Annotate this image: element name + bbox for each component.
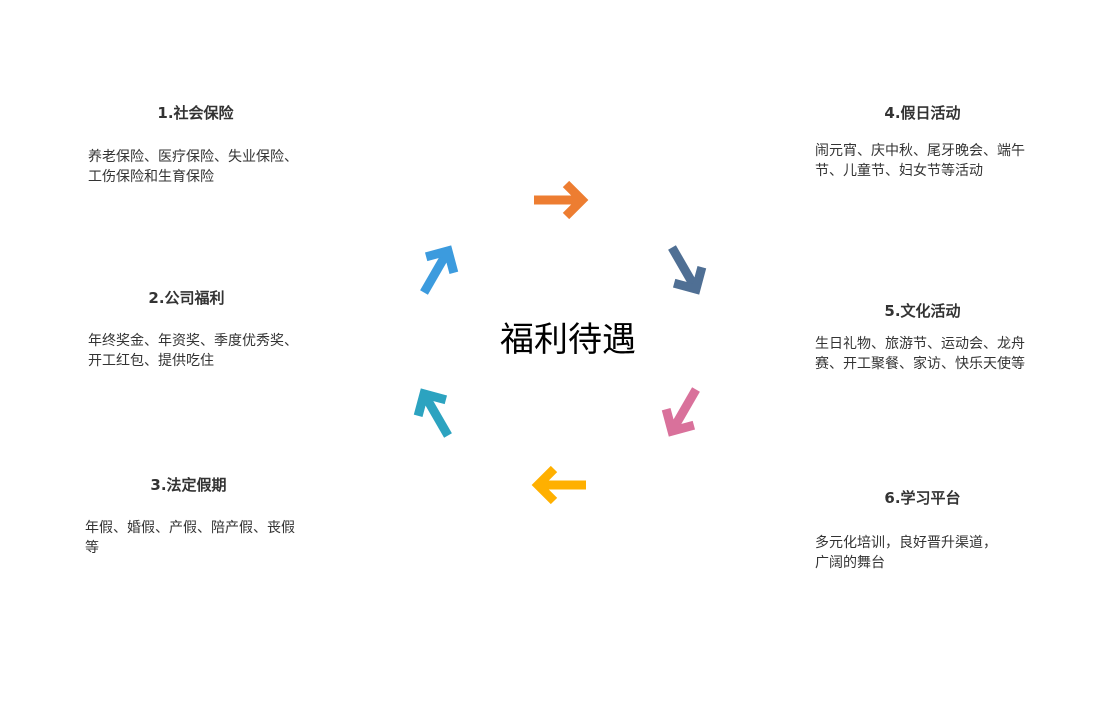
item-title: 2.公司福利 — [148, 289, 225, 307]
arrow-down-left-icon — [661, 387, 700, 437]
item-company-benefits: 2.公司福利 年终奖金、年资奖、季度优秀奖、开工红包、提供吃住 — [88, 287, 303, 371]
arrow-right-icon — [534, 180, 589, 220]
arrow-up-right-icon — [420, 245, 459, 295]
center-title: 福利待遇 — [500, 320, 636, 360]
item-title: 1.社会保险 — [157, 104, 234, 122]
arrow-down-right-icon — [668, 245, 707, 295]
item-title: 6.学习平台 — [884, 489, 961, 507]
item-body: 多元化培训，良好晋升渠道，广阔的舞台 — [815, 535, 997, 571]
item-title: 5.文化活动 — [884, 302, 961, 320]
item-social-insurance: 1.社会保险 养老保险、医疗保险、失业保险、工伤保险和生育保险 — [88, 102, 303, 187]
item-statutory-holidays: 3.法定假期 年假、婚假、产假、陪产假、丧假等 — [85, 474, 300, 558]
item-learning-platform: 6.学习平台 多元化培训，良好晋升渠道，广阔的舞台 — [815, 487, 1005, 573]
item-cultural-activities: 5.文化活动 生日礼物、旅游节、运动会、龙舟赛、开工聚餐、家访、快乐天使等 — [815, 300, 1030, 374]
item-body: 闹元宵、庆中秋、尾牙晚会、端午节、儿童节、妇女节等活动 — [815, 143, 1025, 179]
item-body: 生日礼物、旅游节、运动会、龙舟赛、开工聚餐、家访、快乐天使等 — [815, 336, 1025, 372]
item-title: 4.假日活动 — [884, 104, 961, 122]
item-body: 年假、婚假、产假、陪产假、丧假等 — [85, 520, 295, 556]
arrow-up-left-icon — [413, 388, 452, 438]
item-body: 年终奖金、年资奖、季度优秀奖、开工红包、提供吃住 — [88, 333, 298, 369]
arrow-left-icon — [531, 465, 586, 505]
item-holiday-activities: 4.假日活动 闹元宵、庆中秋、尾牙晚会、端午节、儿童节、妇女节等活动 — [815, 102, 1030, 181]
item-title: 3.法定假期 — [150, 476, 227, 494]
item-body: 养老保险、医疗保险、失业保险、工伤保险和生育保险 — [88, 149, 298, 185]
